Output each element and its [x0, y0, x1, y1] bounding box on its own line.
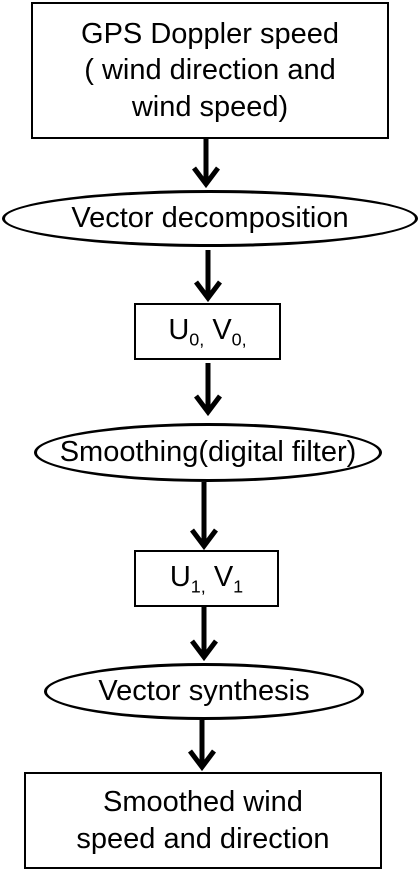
uv1-box: U1, V1 [134, 550, 279, 607]
arrow-gps-to-decomp [192, 139, 220, 189]
smoothed-result-box: Smoothed wind speed and direction [24, 772, 382, 869]
arrow-decomp-to-uv0 [194, 250, 222, 303]
uv1-label: U1, V1 [169, 561, 244, 597]
gps-line-3: wind speed) [131, 90, 289, 123]
synthesis-label: Vector synthesis [98, 675, 310, 708]
decomp-label: Vector decomposition [71, 202, 349, 235]
gps-doppler-box: GPS Doppler speed ( wind direction and w… [31, 2, 389, 139]
arrow-smooth-to-uv1 [190, 482, 218, 551]
gps-line-2: ( wind direction and [84, 54, 336, 87]
vector-decomposition-ellipse: Vector decomposition [2, 190, 418, 247]
result-line-2: speed and direction [76, 822, 330, 855]
vector-synthesis-ellipse: Vector synthesis [44, 663, 364, 720]
result-line-1: Smoothed wind [103, 786, 303, 819]
uv0-label: U0, V0, [168, 314, 247, 350]
uv0-box: U0, V0, [134, 303, 281, 360]
arrow-uv1-to-synth [190, 607, 218, 662]
smoothing-label: Smoothing(digital filter) [59, 436, 357, 469]
arrow-uv0-to-smooth [194, 363, 222, 417]
gps-line-1: GPS Doppler speed [81, 18, 339, 51]
arrow-synth-to-result [188, 720, 216, 772]
smoothing-ellipse: Smoothing(digital filter) [34, 423, 382, 482]
